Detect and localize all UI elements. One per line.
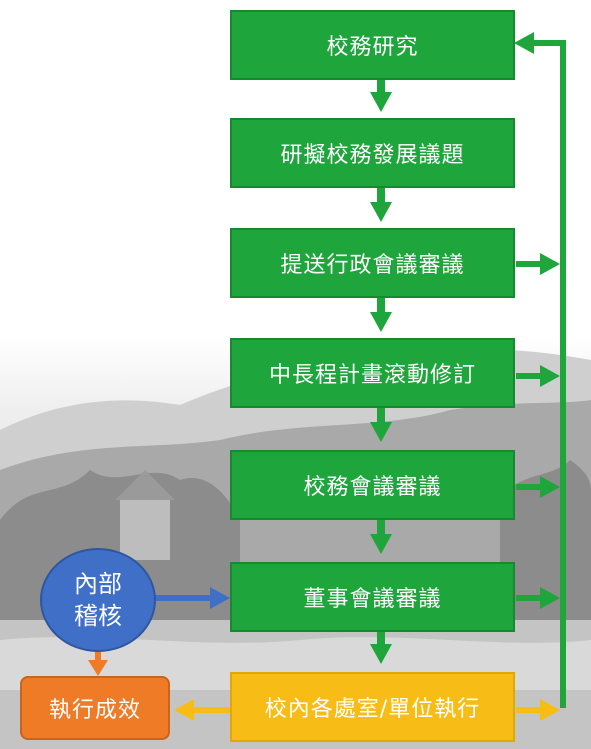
step-box-6: 董事會議審議 <box>230 562 515 632</box>
step-label: 提送行政會議審議 <box>280 253 465 278</box>
step-connector-arrow <box>370 188 392 222</box>
audit-circle: 內部 稽核 <box>40 548 156 652</box>
result-box: 執行成效 <box>20 676 170 740</box>
step-label: 校務研究 <box>326 35 419 60</box>
execution-to-feedback-arrow <box>516 699 560 721</box>
execution-to-result-arrow <box>174 699 230 721</box>
step-box-5: 校務會議審議 <box>230 450 515 520</box>
execution-box: 校內各處室/單位執行 <box>230 672 515 742</box>
feedback-branch-arrow <box>516 587 560 609</box>
audit-to-result-arrow <box>88 650 108 676</box>
feedback-arrow-to-top <box>514 32 566 54</box>
step-label: 研擬校務發展議題 <box>280 143 465 168</box>
step-box-4: 中長程計畫滾動修訂 <box>230 338 515 408</box>
step-connector-arrow <box>370 520 392 554</box>
step-box-3: 提送行政會議審議 <box>230 228 515 298</box>
result-label: 執行成效 <box>48 698 141 723</box>
step-connector-arrow <box>370 298 392 332</box>
step-connector-arrow <box>370 630 392 664</box>
audit-label-line1: 內部 <box>74 570 122 598</box>
audit-label-line2: 稽核 <box>74 602 122 630</box>
step-connector-arrow <box>370 408 392 442</box>
step-box-2: 研擬校務發展議題 <box>230 118 515 188</box>
feedback-branch-arrow <box>516 476 560 498</box>
step-label: 校務會議審議 <box>303 475 442 500</box>
step-label: 中長程計畫滾動修訂 <box>268 363 476 388</box>
feedback-branch-arrow <box>516 365 560 387</box>
feedback-line <box>560 40 566 708</box>
audit-arrow <box>154 587 230 609</box>
step-label: 董事會議審議 <box>303 587 442 612</box>
feedback-branch-arrow <box>516 253 560 275</box>
step-connector-arrow <box>370 78 392 112</box>
step-box-1: 校務研究 <box>230 10 515 80</box>
execution-label: 校內各處室/單位執行 <box>264 697 481 722</box>
